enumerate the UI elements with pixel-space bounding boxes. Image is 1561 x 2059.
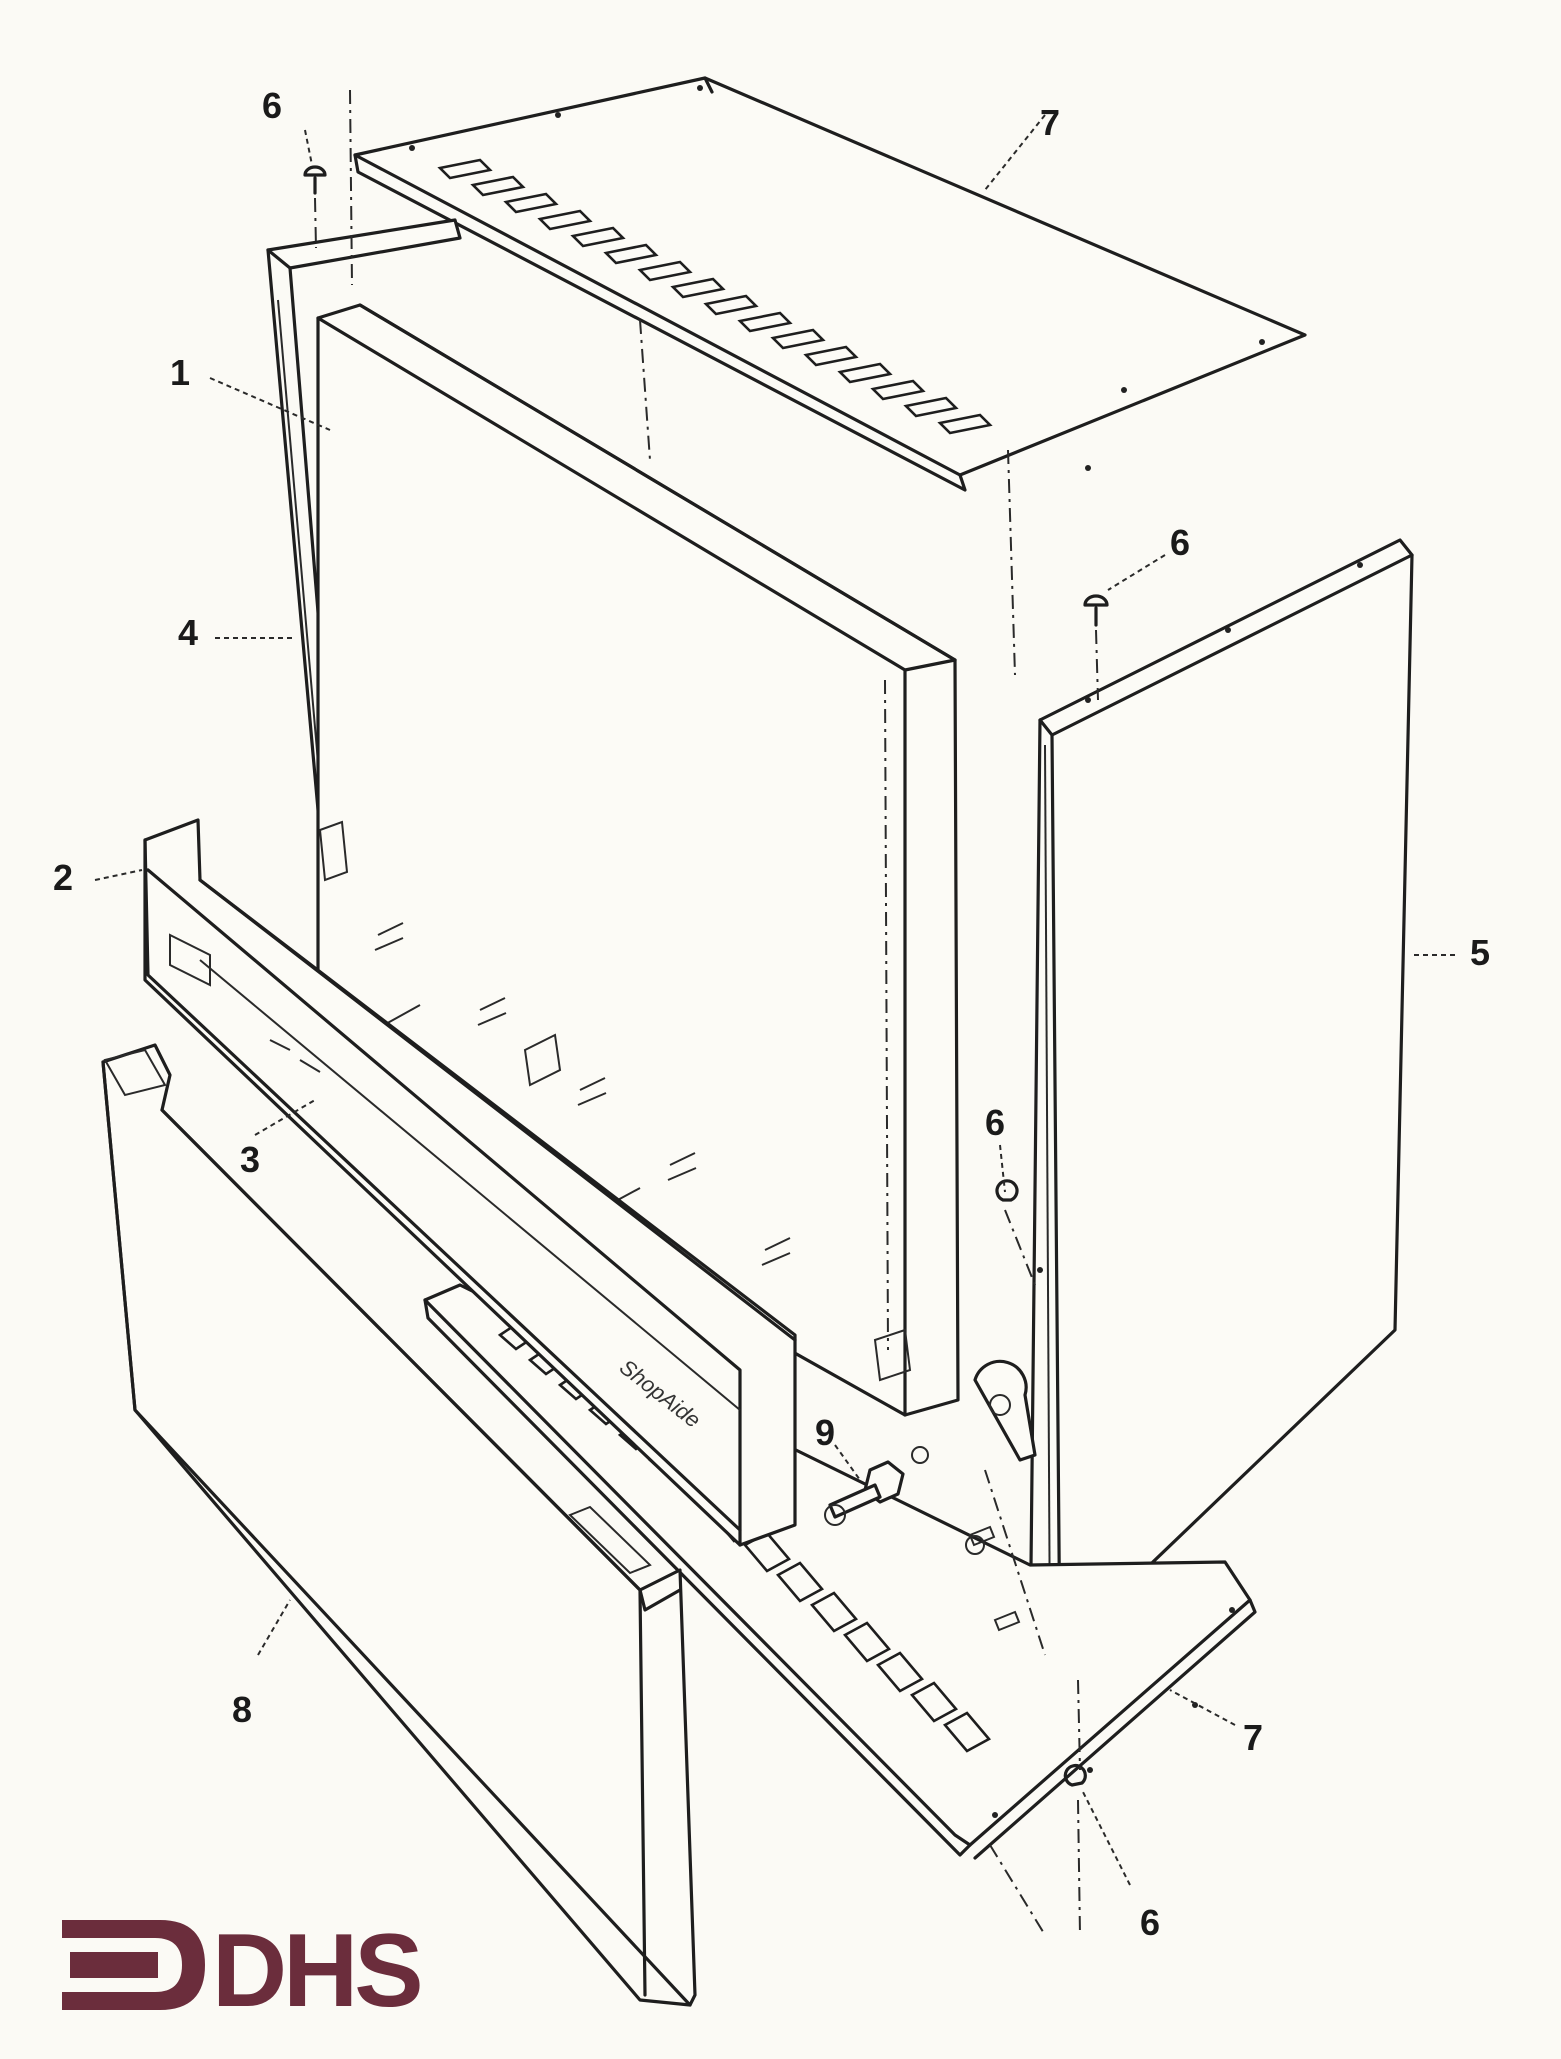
callout-5: 5 [1470, 932, 1490, 973]
callout-6-bottom: 6 [1140, 1902, 1160, 1943]
leader-lines [94, 114, 1455, 1886]
callout-6-top-left: 6 [262, 85, 282, 126]
dhs-logo: DHS [62, 1913, 424, 2029]
callout-6-middle: 6 [985, 1102, 1005, 1143]
screw-middle [995, 1179, 1036, 1286]
dhs-logo-text: DHS [212, 1913, 420, 2029]
screw-bottom [1063, 1679, 1087, 1936]
front-control-panel: ShopAide [143, 818, 797, 1547]
right-side-panel [1028, 538, 1414, 1677]
alignment-lines [984, 449, 1046, 1936]
callout-2: 2 [53, 857, 73, 898]
callout-3: 3 [240, 1139, 260, 1180]
callout-9: 9 [815, 1412, 835, 1453]
callout-8: 8 [232, 1689, 252, 1730]
screw-top-right [1083, 594, 1109, 701]
callout-6-top-right: 6 [1170, 522, 1190, 563]
screw-top-left [303, 165, 327, 249]
top-cover-panel [353, 76, 1307, 492]
front-door-panel [101, 1043, 697, 2007]
dhs-logo-arrow-mark [62, 1920, 205, 2010]
callout-4: 4 [178, 612, 198, 653]
callout-7-top: 7 [1040, 102, 1060, 143]
callout-7-bottom: 7 [1243, 1717, 1263, 1758]
top-cover-vent-slots [437, 158, 993, 435]
mounting-bracket-hardware [824, 1359, 1037, 1632]
callout-1: 1 [170, 352, 190, 393]
